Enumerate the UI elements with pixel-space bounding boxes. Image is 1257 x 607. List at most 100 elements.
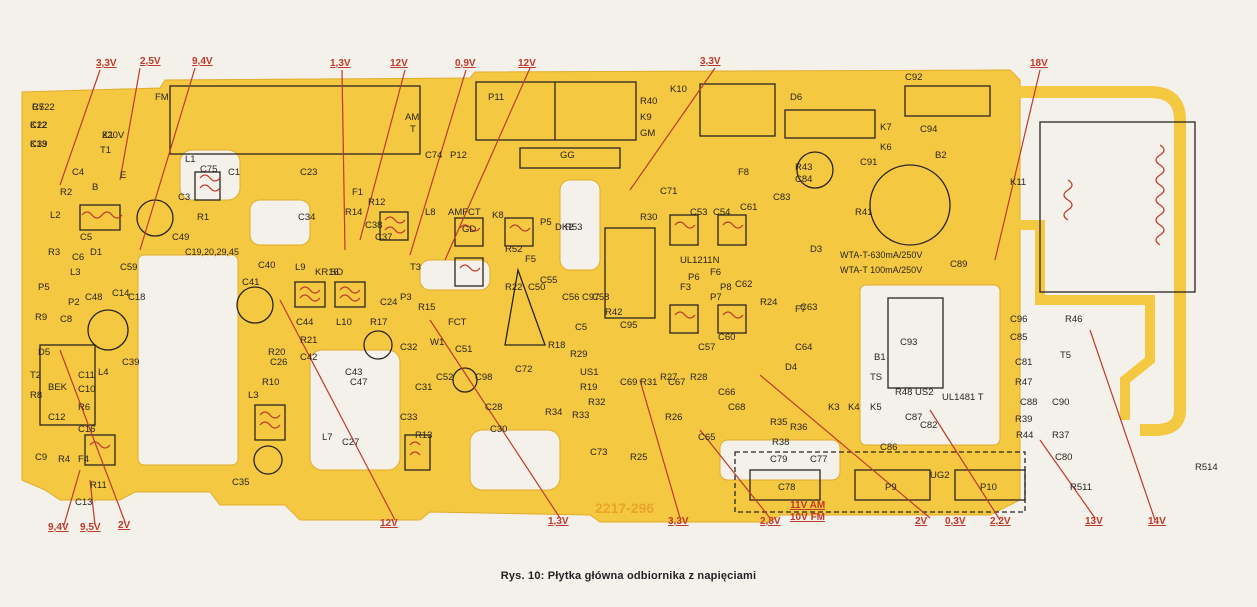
component-label: C69 [620, 377, 637, 388]
component-label: R522 [32, 102, 55, 113]
component-label: C39 [122, 357, 139, 368]
component-label: K3 [828, 402, 840, 413]
pcb-board: 3,3V2,5V9,4V1,3V12V0,9V12V3,3V18V9,4V9,5… [21, 56, 1218, 533]
component-label: C73 [590, 447, 607, 458]
component-label: AM [405, 112, 419, 123]
voltage-label-v-top-12v-b: 12V [518, 58, 536, 69]
voltage-label-v-top-3-3v-left: 3,3V [96, 58, 117, 69]
component-label: P11 [488, 92, 504, 103]
component-label: C23 [300, 167, 317, 178]
component-label: C53 [690, 207, 707, 218]
component-label: C90 [1052, 397, 1069, 408]
component-label: L9 [295, 262, 306, 273]
component-label: R24 [760, 297, 777, 308]
component-label: K1 [102, 130, 114, 141]
component-label: C1 [228, 167, 240, 178]
component-label: C19,20,29,45 [185, 247, 239, 257]
component-label: K5 [870, 402, 882, 413]
component-label: C18 [128, 292, 145, 303]
component-label: C78 [778, 482, 795, 493]
component-label: F3 [680, 282, 691, 293]
component-label: C85 [1010, 332, 1027, 343]
component-label: C10 [78, 384, 95, 395]
voltage-label-v-top-18v: 18V [1030, 58, 1048, 69]
component-label: R40 [640, 96, 657, 107]
component-label: F5 [525, 254, 536, 265]
component-label: L10 [336, 317, 352, 328]
component-label: R42 [605, 307, 622, 318]
voltage-label-v-top-2-5v: 2,5V [140, 56, 161, 67]
component-label: C97 [582, 292, 599, 303]
copper-board-body [21, 69, 1021, 523]
component-label: C66 [718, 387, 735, 398]
component-label: SD [330, 267, 343, 278]
voltage-label-v-top-9-4v: 9,4V [192, 56, 213, 67]
component-label: K8 [492, 210, 504, 221]
component-label: C57 [698, 342, 715, 353]
component-label: D6 [790, 92, 802, 103]
component-label: C62 [735, 279, 752, 290]
coil-glyphs [81, 144, 1165, 456]
voltage-pointer-lines [59, 67, 1156, 526]
component-label: C91 [860, 157, 877, 168]
component-label: C5 [80, 232, 92, 243]
component-label: C92 [905, 72, 922, 83]
component-label: C47 [350, 377, 367, 388]
component-label: C9 [35, 452, 47, 463]
component-label: C5 [575, 322, 587, 333]
component-label: C41 [242, 277, 259, 288]
component-label: K13 [30, 139, 47, 150]
component-label: C87 [905, 412, 922, 423]
component-label: R31 [640, 377, 657, 388]
component-label: F6 [710, 267, 721, 278]
voltage-label-v-bot-14v: 14V [1148, 516, 1166, 527]
component-label: DK2 [555, 222, 573, 233]
component-label: C98 [475, 372, 492, 383]
component-label: R1 [197, 212, 209, 223]
component-label: C82 [920, 420, 937, 431]
component-label: L1 [185, 154, 196, 165]
voltage-label-v-bot-9-4v: 9,4V [48, 522, 69, 533]
component-label: R25 [630, 452, 647, 463]
component-label: K11 [1010, 177, 1026, 188]
component-label: L4 [98, 367, 109, 378]
voltage-label-v-bot-10v-fm: 10V FM [790, 512, 825, 523]
component-label: C22 [30, 120, 47, 131]
component-label: C34 [298, 212, 315, 223]
component-label: R52 [505, 244, 522, 255]
component-label: C24 [380, 297, 397, 308]
component-label: P12 [450, 150, 467, 161]
component-label: WTA-T-630mA/250V [840, 250, 922, 260]
component-label: B1 [874, 352, 886, 363]
component-label: R33 [572, 410, 589, 421]
voltage-label-v-bot-2-2v: 2,2V [990, 516, 1011, 527]
component-label: C12 [48, 412, 65, 423]
component-label: C84 [795, 174, 812, 185]
component-label: C32 [400, 342, 417, 353]
component-label: R29 [570, 349, 587, 360]
component-label: B2 [935, 150, 947, 161]
component-label: C61 [740, 202, 757, 213]
voltage-label-v-bot-3-3v: 3,3V [668, 516, 689, 527]
component-label: C27 [342, 437, 359, 448]
component-label: R26 [665, 412, 682, 423]
component-label: K12 [30, 120, 47, 131]
component-label: 220V [102, 130, 125, 141]
component-label: D5 [38, 347, 50, 358]
component-label: C35 [232, 477, 249, 488]
component-label: C65 [698, 432, 715, 443]
component-label: C8 [60, 314, 72, 325]
component-label: GD [462, 224, 476, 235]
component-label: R13 [415, 430, 432, 441]
component-label: B [92, 182, 98, 193]
component-label: R18 [548, 340, 565, 351]
component-label: C55 [540, 275, 557, 286]
component-label: P3 [400, 292, 412, 303]
component-label: T3 [410, 262, 421, 273]
component-label: D3 [810, 244, 822, 255]
voltage-label-v-bot-12v: 12V [380, 518, 398, 529]
component-label: P7 [710, 292, 722, 303]
component-label: C16 [78, 424, 95, 435]
component-label: F1 [352, 187, 363, 198]
